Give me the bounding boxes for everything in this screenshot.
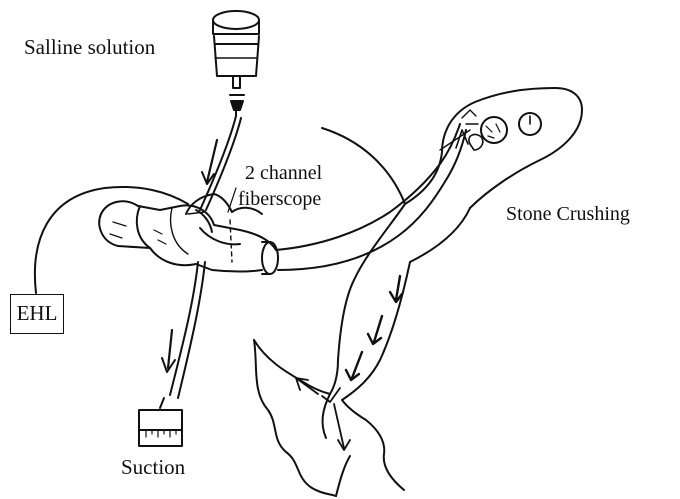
suction-label: Suction — [121, 456, 185, 478]
suction-container — [139, 410, 182, 446]
fiberscope-leader — [228, 188, 236, 212]
channel-label-line1: 2 channel — [245, 162, 322, 184]
saline-label: Salline solution — [24, 36, 155, 58]
suction-tube — [160, 262, 205, 408]
channel-label-line2: fiberscope — [238, 188, 321, 210]
scope-ring — [262, 242, 278, 274]
stone-crushing-label: Stone Crushing — [506, 203, 630, 225]
intestine-outline — [254, 340, 404, 496]
ehl-box: EHL — [10, 294, 64, 334]
saline-bottle — [213, 11, 259, 88]
flow-arrows — [296, 276, 402, 450]
drip-connector — [230, 95, 244, 116]
